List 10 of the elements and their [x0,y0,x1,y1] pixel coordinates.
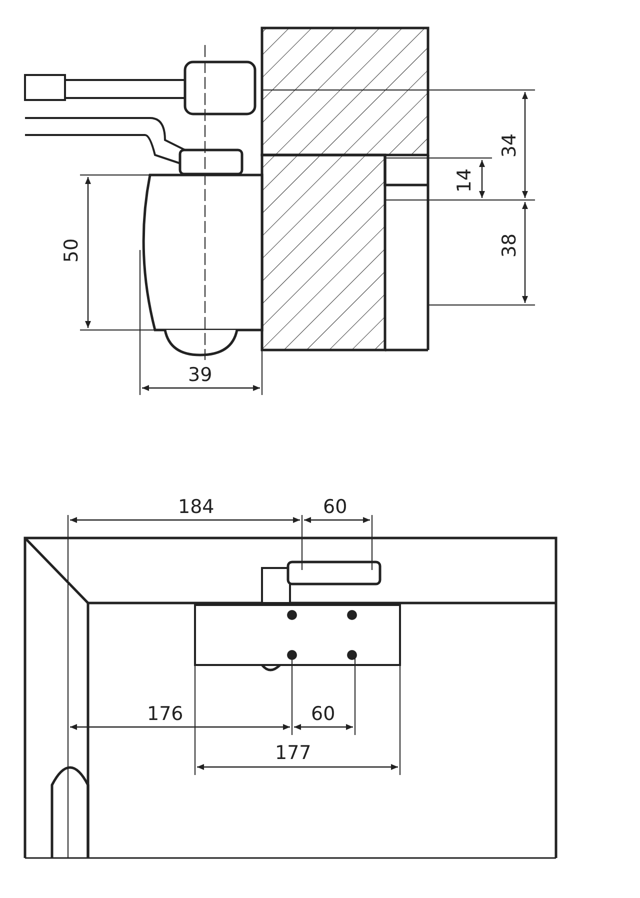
dimension-value: 60 [323,498,348,516]
dimension-value: 176 [147,704,184,724]
dimension-value: 60 [311,704,336,724]
dimension-value: 50 [62,238,82,262]
dimension-value: 39 [188,366,212,384]
dimension-value: 38 [500,232,520,258]
dimension-value: 14 [456,168,475,192]
dimension-value: 184 [178,498,214,516]
dimension-value: 177 [275,744,312,762]
dimension-value: 34 [500,132,520,158]
